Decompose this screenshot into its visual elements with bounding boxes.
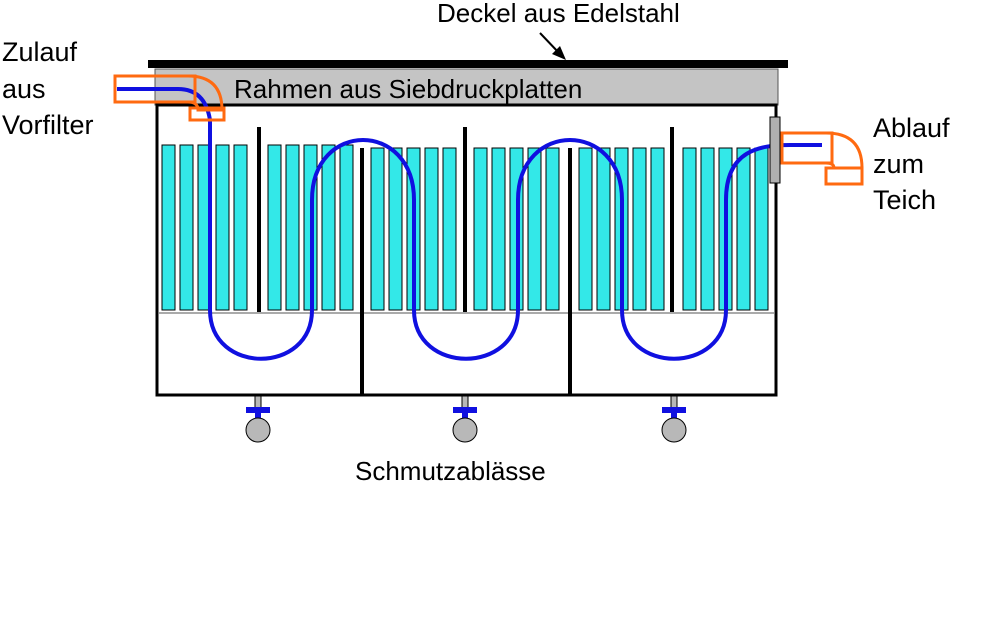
inlet-label-line-3: Vorfilter [2, 110, 94, 140]
drain-valve [661, 395, 687, 443]
drain-valve [452, 395, 478, 443]
outlet-label-line-2: zum [873, 149, 924, 179]
filter-media-bar [682, 147, 697, 311]
drains-label: Schmutzablässe [355, 456, 546, 486]
filter-media-bar [161, 144, 176, 311]
filter-media-bar [754, 147, 769, 311]
water-flow-path [117, 87, 822, 361]
stainless-lid [148, 60, 788, 68]
filter-media-bar [424, 147, 439, 311]
filter-media-bar [491, 147, 506, 311]
filter-media-bar [545, 147, 560, 311]
inlet-pipe [113, 74, 226, 122]
lid-arrow [539, 32, 566, 60]
filter-media-bar [650, 147, 665, 311]
filter-media-bar [736, 147, 751, 311]
filter-media-bar [700, 147, 715, 311]
filter-media-bar [370, 147, 385, 311]
filter-media-bar [527, 147, 542, 311]
filter-media-bar [215, 144, 230, 311]
filter-media-bar [388, 147, 403, 311]
inlet-label-line-2: aus [2, 74, 46, 104]
outlet-label-line-3: Teich [873, 185, 936, 215]
frame-panel [154, 68, 779, 106]
filter-media-bar [285, 144, 300, 311]
filter-media-bar [442, 147, 457, 311]
filter-media-bar [596, 147, 611, 311]
filter-media-bar [233, 144, 248, 311]
filter-media-bar [267, 144, 282, 311]
filter-media-bar [632, 147, 647, 311]
outlet-flange [769, 116, 781, 184]
filter-media-bar [179, 144, 194, 311]
lid-label: Deckel aus Edelstahl [437, 0, 680, 28]
inlet-label-line-1: Zulauf [2, 37, 78, 67]
filter-media-bar [473, 147, 488, 311]
outlet-label-line-1: Ablauf [873, 113, 950, 143]
outlet-pipe [780, 131, 864, 186]
drain-valve [245, 395, 271, 443]
filter-media [161, 144, 769, 311]
sludge-drains [245, 395, 687, 443]
filter-media-bar [578, 147, 593, 311]
frame-label: Rahmen aus Siebdruckplatten [234, 74, 582, 104]
filter-media-bar [339, 144, 354, 311]
filter-media-bar [321, 144, 336, 311]
